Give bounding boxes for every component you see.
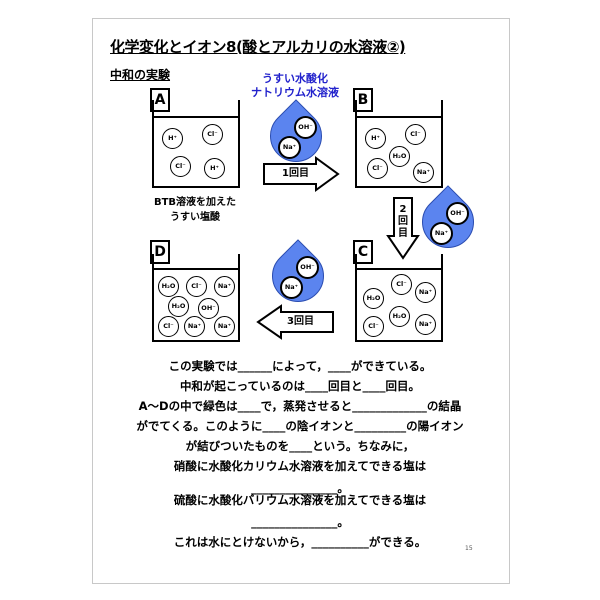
arrow-2-char: 目 (398, 228, 408, 239)
beaker-wall (441, 100, 443, 118)
question-line: 硫酸に水酸化バリウム水溶液を加えてできる塩は (173, 493, 427, 507)
ion: H₂O (389, 146, 410, 167)
reagent-label-line: うすい水酸化 (262, 72, 328, 85)
beaker-label-c: C (353, 240, 373, 264)
beaker-wall (355, 254, 357, 270)
ion: OH⁻ (198, 298, 219, 319)
naoh-drop-2: OH⁻ Na⁺ (411, 185, 485, 259)
ion: Na⁺ (280, 276, 303, 299)
ion: H₂O (158, 276, 179, 297)
naoh-drop-3: OH⁻ Na⁺ (261, 239, 335, 313)
beaker-c: Cl⁻ H₂O Na⁺ H₂O Cl⁻ Na⁺ (355, 268, 443, 342)
question-line: が結びついたものを____という。ちなみに， (185, 439, 415, 453)
drop-icon (261, 239, 335, 313)
beaker-wall (355, 100, 357, 118)
ion: H⁺ (162, 128, 183, 149)
ion: Na⁺ (214, 276, 235, 297)
arrow-2-label: 2 回 目 (397, 204, 409, 240)
arrow-3-label: 3回目 (287, 316, 314, 327)
beaker-wall (152, 100, 154, 118)
ion: Cl⁻ (202, 124, 223, 145)
ion: Na⁺ (184, 316, 205, 337)
ion: Cl⁻ (363, 316, 384, 337)
ion: Na⁺ (214, 316, 235, 337)
beaker-wall (238, 254, 240, 270)
caption-line: BTB溶液を加えた (153, 197, 237, 208)
ion: Cl⁻ (158, 316, 179, 337)
page-number: 15 (465, 545, 473, 552)
arrow-2-char: 回 (398, 216, 408, 227)
ion: Na⁺ (415, 282, 436, 303)
ion: OH⁻ (446, 202, 469, 225)
arrow-down-icon (386, 197, 420, 260)
ion: H⁺ (365, 128, 386, 149)
beaker-wall (152, 254, 154, 270)
answer-blank: _______________。 (251, 515, 349, 529)
question-line: これは水にとけないから，__________ができる。 (173, 535, 427, 549)
answer-blank: _______________。 (251, 481, 349, 495)
naoh-drop-1: OH⁻ Na⁺ (259, 99, 333, 173)
beaker-b: H⁺ Cl⁻ H₂O Cl⁻ Na⁺ (355, 116, 443, 188)
question-line: 中和が起こっているのは____回目と____回目。 (179, 379, 421, 393)
drop-icon (411, 185, 485, 259)
ion: Cl⁻ (170, 156, 191, 177)
arrow-1-label: 1回目 (282, 168, 309, 179)
ion: Na⁺ (413, 162, 434, 183)
caption-line: うすい塩酸 (170, 212, 220, 223)
ion: Na⁺ (430, 222, 453, 245)
ion: H⁺ (204, 158, 225, 179)
ion: H₂O (389, 306, 410, 327)
ion: Na⁺ (415, 314, 436, 335)
beaker-a: H⁺ Cl⁻ Cl⁻ H⁺ (152, 116, 240, 188)
ion: OH⁻ (296, 256, 319, 279)
section-title: 中和の実験 (110, 68, 171, 82)
beaker-label-b: B (353, 88, 373, 112)
ion: OH⁻ (294, 116, 317, 139)
ion: Na⁺ (278, 136, 301, 159)
beaker-wall (441, 254, 443, 270)
page-title: 化学変化とイオン8(酸とアルカリの水溶液②) (110, 38, 406, 56)
ion: H₂O (168, 296, 189, 317)
ion: Cl⁻ (405, 124, 426, 145)
ion: H₂O (363, 288, 384, 309)
beaker-d: H₂O Cl⁻ Na⁺ H₂O OH⁻ Cl⁻ Na⁺ Na⁺ (152, 268, 240, 342)
beaker-label-d: D (150, 240, 170, 264)
arrow-right-icon (263, 156, 340, 192)
reagent-label: うすい水酸化 ナトリウム水溶液 (240, 72, 350, 100)
question-line: 硝酸に水酸化カリウム水溶液を加えてできる塩は (173, 459, 427, 473)
ion: Cl⁻ (186, 276, 207, 297)
reagent-label-line: ナトリウム水溶液 (251, 86, 339, 99)
question-line: がでてくる。このように____の陰イオンと_________の陽イオン (136, 419, 464, 433)
question-line: A～Dの中で緑色は____で，蒸発させると_____________の結晶 (138, 399, 462, 413)
beaker-label-a: A (150, 88, 170, 112)
question-line: この実験では______によって，____ができている。 (168, 359, 432, 373)
beaker-wall (238, 100, 240, 118)
arrow-2-char: 2 (399, 204, 407, 215)
beaker-a-caption: BTB溶液を加えた うすい塩酸 (140, 193, 250, 223)
arrow-left-icon (256, 304, 334, 340)
ion: Cl⁻ (367, 158, 388, 179)
ion: Cl⁻ (391, 274, 412, 295)
